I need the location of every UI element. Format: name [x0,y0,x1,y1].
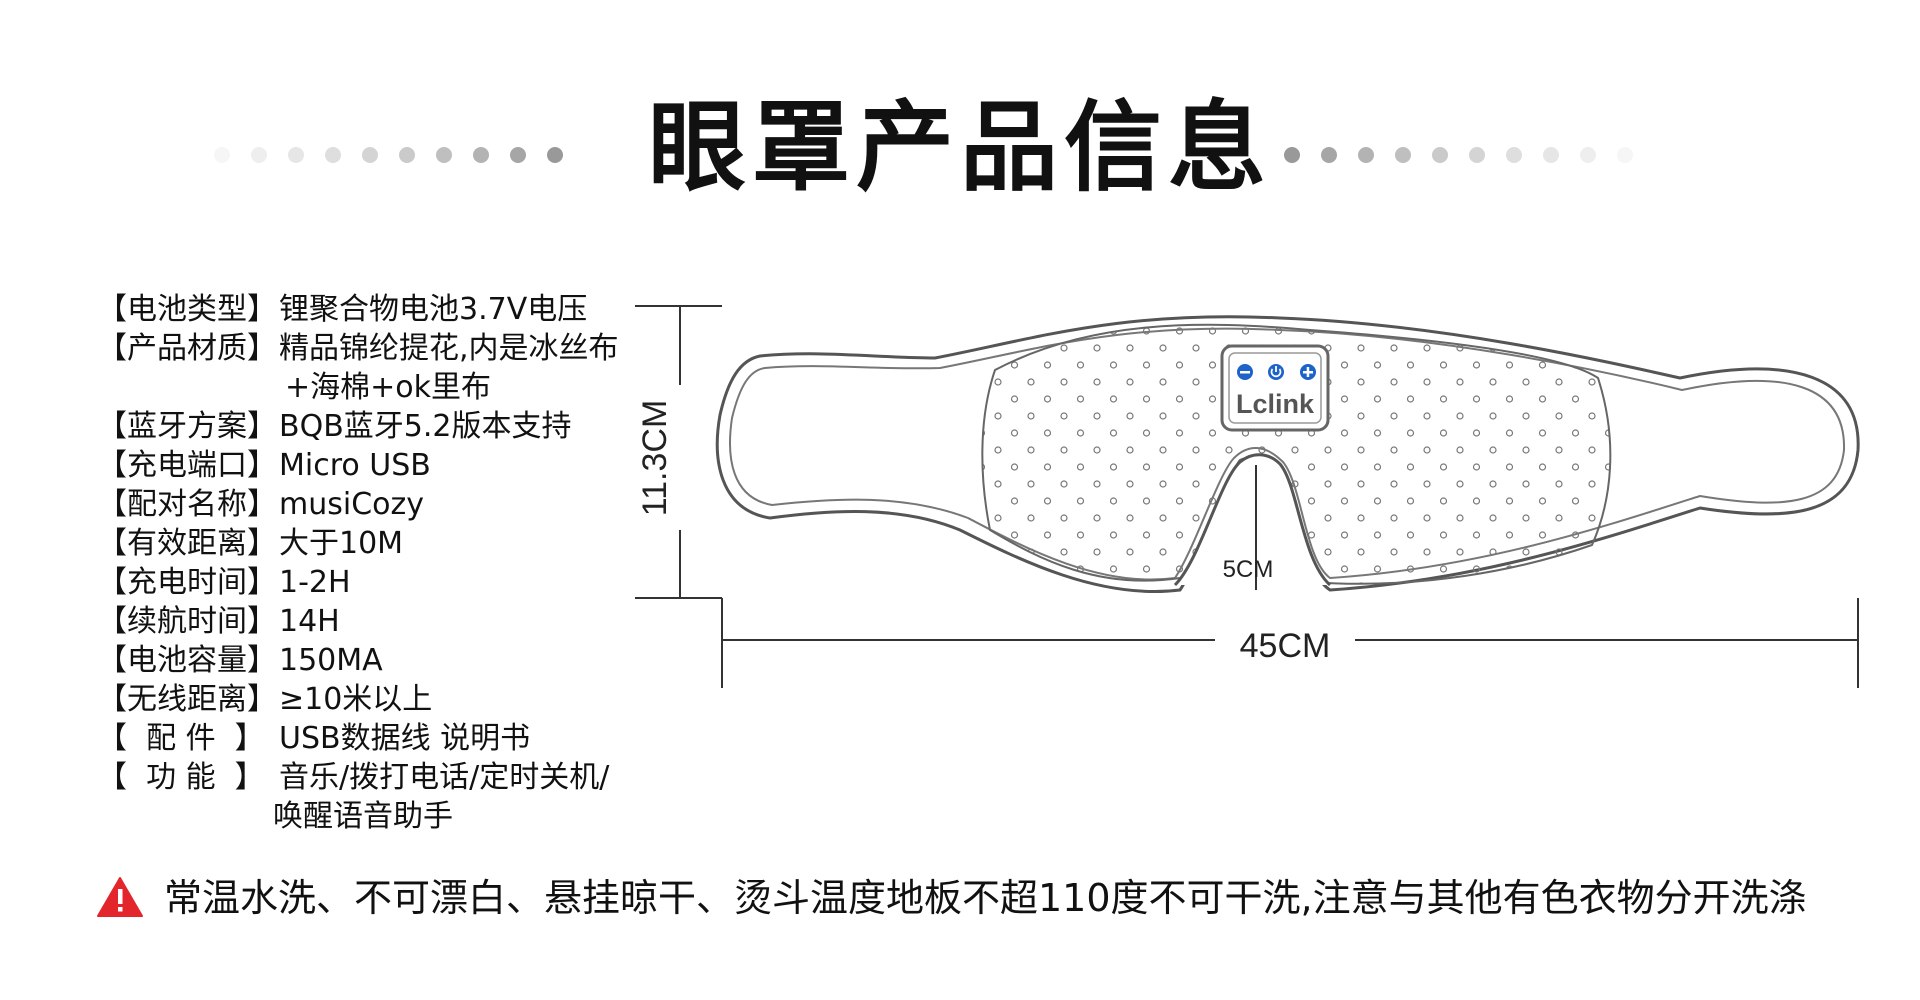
spec-value: Micro USB [279,448,431,483]
spec-value-continuation: 唤醒语音助手 [273,799,453,834]
control-module: Lclink [1220,344,1330,432]
spec-label: 【 功 能 】 [97,760,265,795]
spec-value: BQB蓝牙5.2版本支持 [279,409,572,444]
spec-label: 【充电端口】 [97,448,277,483]
dot [436,147,452,163]
spec-value-continuation: +海棉+ok里布 [285,370,492,405]
nose-label: 5CM [1223,556,1274,583]
height-label: 11.3CM [636,400,674,517]
dot [1506,147,1522,163]
spec-label: 【蓝牙方案】 [97,409,277,444]
dot [251,147,267,163]
spec-value: USB数据线 说明书 [279,721,531,756]
spec-value: 锂聚合物电池3.7V电压 [279,292,588,327]
dot [547,147,563,163]
brand-logo-text: Lclink [1236,389,1315,419]
dot [1543,147,1559,163]
spec-label: 【续航时间】 [97,604,277,639]
spec-label: 【配对名称】 [97,487,277,522]
spec-value: ≥10米以上 [279,682,433,717]
nose-bridge [1173,453,1332,587]
dot [1580,147,1596,163]
width-label: 45CM [1240,627,1331,665]
dot [214,147,230,163]
page-title: 眼罩产品信息 [647,91,1272,205]
spec-value: 150MA [279,643,383,678]
spec-label: 【无线距离】 [97,682,277,717]
dot [1469,147,1485,163]
warning-text: 常温水洗、不可漂白、悬挂晾干、烫斗温度地板不超110度不可干洗,注意与其他有色衣… [164,876,1807,920]
spec-value: 音乐/拨打电话/定时关机/ [279,760,610,795]
dot [325,147,341,163]
spec-value: 精品锦纶提花,内是冰丝布 [279,331,619,366]
width-dimension: 45CM [721,598,1859,688]
spec-label: 【充电时间】 [97,565,277,600]
plus-icon [1300,364,1316,380]
spec-label: 【电池类型】 [97,292,277,327]
dot [1432,147,1448,163]
dot [1358,147,1374,163]
dot [473,147,489,163]
spec-value: 14H [279,604,340,639]
spec-value: musiCozy [279,487,425,522]
spec-value: 大于10M [279,526,404,561]
spec-value: 1-2H [279,565,351,600]
warning-triangle-icon [97,877,143,917]
spec-label: 【产品材质】 [97,331,277,366]
dot [1617,147,1633,163]
dot [1284,147,1300,163]
spec-label: 【电池容量】 [97,643,277,678]
minus-icon [1237,364,1253,380]
left-dot-decoration [200,145,600,165]
mask-dotted-panel [981,323,1612,585]
power-icon [1268,364,1284,380]
spec-label: 【 配 件 】 [97,721,265,756]
spec-label: 【有效距离】 [97,526,277,561]
height-dimension: 11.3CM [635,305,722,599]
dot [1395,147,1411,163]
dot [362,147,378,163]
right-dot-decoration [1270,145,1670,165]
dot [399,147,415,163]
dot [510,147,526,163]
dot [1321,147,1337,163]
dot [288,147,304,163]
